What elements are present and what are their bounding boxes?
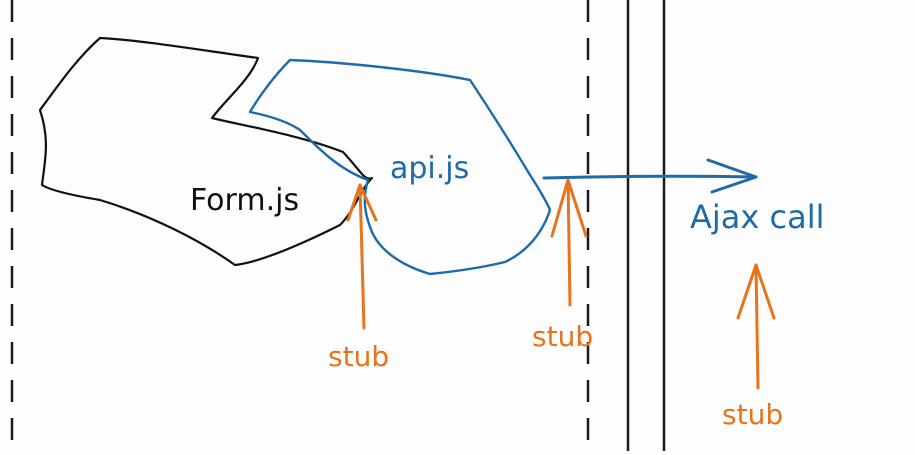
- stub-arrow-3-head: [736, 263, 776, 320]
- ajax-label: Ajax call: [690, 198, 824, 236]
- stub-label-2: stub: [532, 320, 593, 353]
- stub-arrow-2-shaft: [566, 178, 572, 307]
- api-label: api.js: [390, 151, 469, 186]
- stub-arrow-1-head: [346, 183, 378, 222]
- ajax-arrow-shaft: [542, 174, 758, 180]
- stub-arrow-1-shaft: [358, 183, 366, 330]
- form-label: Form.js: [190, 183, 299, 218]
- stub-arrow-2-head: [550, 178, 588, 238]
- ajax-arrow-head: [706, 158, 758, 194]
- stub-label-1: stub: [328, 340, 389, 373]
- form-blob: [38, 36, 374, 267]
- api-blob: [248, 58, 552, 276]
- stub-arrow-3-shaft: [754, 263, 760, 390]
- stub-label-3: stub: [722, 398, 783, 431]
